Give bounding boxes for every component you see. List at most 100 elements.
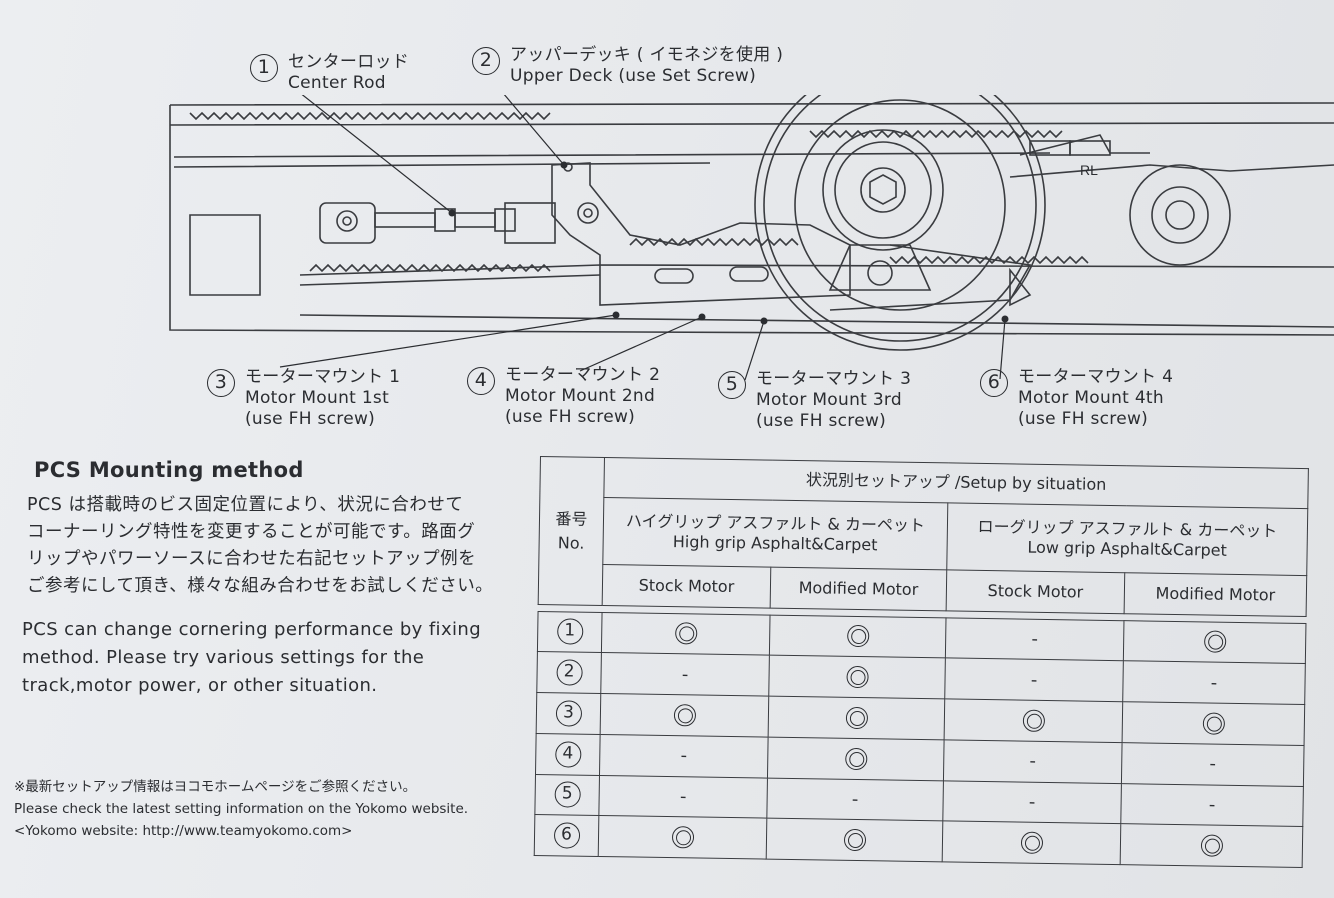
pcs-en-line: PCS can change cornering performance by …: [22, 619, 482, 640]
callout-motor-mount-3: 5 モーターマウント 3 Motor Mount 3rd (use FH scr…: [718, 369, 911, 432]
callout-jp: モーターマウント 4: [1018, 367, 1174, 387]
callout-number: 1: [250, 54, 278, 82]
callout-jp: アッパーデッキ ( イモネジを使用 ): [510, 45, 784, 65]
double-circle-icon: [1200, 834, 1223, 857]
pcs-jp-line: コーナーリング特性を変更することが可能です。路面グ: [27, 522, 476, 542]
callout-en: Motor Mount 3rd: [756, 390, 903, 410]
pcs-en-line: method. Please try various settings for …: [22, 647, 425, 668]
setup-cell: -: [600, 652, 770, 697]
setup-cell: [944, 698, 1123, 743]
group-header-high-grip: ハイグリップ アスファルト & カーペット High grip Asphalt&…: [602, 497, 948, 570]
setup-cell: -: [945, 617, 1124, 662]
row-number-circle: 2: [555, 659, 583, 686]
row-number: 6: [534, 814, 599, 857]
setup-table: 番号 No. 状況別セットアップ /Setup by situation ハイグ…: [534, 456, 1309, 868]
setup-cell: [601, 612, 771, 656]
pcs-description-jp: PCS は搭載時のビス固定位置により、状況に合わせて コーナーリング特性を変更す…: [27, 492, 527, 600]
callout-number: 5: [718, 371, 746, 399]
callout-en: Motor Mount 1st: [245, 388, 390, 408]
setup-cell: -: [766, 777, 944, 822]
setup-cell: [598, 815, 767, 860]
setup-cell: [769, 614, 947, 659]
dash-mark: -: [1210, 672, 1218, 694]
row-number: 4: [535, 733, 601, 775]
row-number: 3: [536, 692, 601, 735]
dash-mark: -: [1031, 628, 1039, 650]
callout-jp: モーターマウント 2: [505, 365, 661, 385]
double-circle-icon: [844, 747, 867, 770]
dash-mark: -: [1028, 791, 1036, 813]
double-circle-icon: [1203, 630, 1226, 654]
setup-cell: [1123, 620, 1306, 664]
diagram-label-rl: RL: [1080, 162, 1098, 178]
row-number-circle: 4: [554, 740, 582, 768]
setup-cell: [768, 655, 946, 699]
setup-cell: [942, 821, 1121, 865]
no-header-en: No.: [557, 532, 585, 553]
callout-jp: センターロッド: [288, 52, 410, 72]
callout-number: 6: [980, 369, 1008, 397]
website-note: ※最新セットアップ情報はヨコモホームページをご参照ください。 Please ch…: [14, 776, 468, 842]
callout-sub: (use FH screw): [245, 409, 376, 429]
pcs-en-line: track,motor power, or other situation.: [22, 675, 378, 696]
setup-cell: [600, 693, 769, 737]
callout-upper-deck: 2 アッパーデッキ ( イモネジを使用 ) Upper Deck (use Se…: [472, 45, 783, 87]
row-number: 5: [534, 773, 600, 816]
callout-en: Center Rod: [288, 73, 386, 93]
row-number: 1: [537, 611, 603, 653]
callout-en: Motor Mount 4th: [1018, 388, 1164, 408]
callout-number: 2: [472, 47, 500, 75]
group-header-low-grip: ローグリップ アスファルト & カーペット Low grip Asphalt&C…: [946, 502, 1308, 576]
note-line: Please check the latest setting informat…: [14, 801, 469, 817]
motor-header: Modified Motor: [1124, 572, 1307, 617]
dash-mark: -: [679, 786, 687, 808]
double-circle-icon: [845, 666, 869, 689]
setup-cell: [767, 736, 945, 781]
pcs-jp-line: リップやパワーソースに合わせた右記セットアップ例を: [27, 549, 477, 569]
callout-motor-mount-2: 4 モーターマウント 2 Motor Mount 2nd (use FH scr…: [467, 365, 660, 428]
setup-cell: -: [598, 774, 768, 819]
double-circle-icon: [846, 625, 869, 648]
row-number-circle: 1: [556, 618, 583, 646]
note-line: ※最新セットアップ情報はヨコモホームページをご参照ください。: [14, 779, 417, 795]
motor-header: Stock Motor: [602, 564, 771, 609]
dash-mark: -: [1030, 669, 1038, 691]
double-circle-icon: [1022, 709, 1045, 732]
no-header: 番号 No.: [538, 456, 605, 606]
double-circle-icon: [843, 828, 866, 852]
double-circle-icon: [1202, 712, 1225, 735]
callout-motor-mount-4: 6 モーターマウント 4 Motor Mount 4th (use FH scr…: [980, 367, 1173, 430]
pcs-jp-line: ご参考にして頂き、様々な組み合わせをお試しください。: [27, 576, 494, 596]
note-line: <Yokomo website: http://www.teamyokomo.c…: [14, 823, 353, 839]
dash-mark: -: [680, 745, 688, 767]
callout-sub: (use FH screw): [1018, 409, 1149, 429]
setup-cell: [1122, 701, 1305, 746]
dash-mark: -: [1029, 750, 1037, 772]
row-number-circle: 3: [555, 700, 582, 727]
double-circle-icon: [1020, 831, 1043, 855]
setup-cell: -: [943, 739, 1123, 784]
callout-number: 3: [207, 369, 235, 397]
double-circle-icon: [671, 826, 694, 849]
setup-cell: [768, 696, 945, 740]
setup-cell: -: [942, 780, 1122, 824]
callout-en: Upper Deck (use Set Screw): [510, 66, 757, 86]
dash-mark: -: [851, 788, 859, 810]
callout-jp: モーターマウント 3: [756, 369, 912, 389]
setup-cell: -: [1122, 661, 1306, 705]
dash-mark: -: [1208, 794, 1216, 816]
chassis-diagram: RL: [169, 95, 1334, 381]
setup-cell: -: [1121, 742, 1305, 787]
callout-en: Motor Mount 2nd: [505, 386, 656, 406]
setup-cell: [1120, 823, 1303, 868]
pcs-description-en: PCS can change cornering performance by …: [22, 616, 481, 700]
double-circle-icon: [673, 704, 696, 727]
callout-jp: モーターマウント 1: [245, 367, 401, 387]
no-header-jp: 番号: [555, 508, 588, 529]
dash-mark: -: [681, 663, 689, 686]
motor-header: Stock Motor: [946, 569, 1125, 614]
setup-cell: -: [1120, 783, 1304, 827]
callout-sub: (use FH screw): [505, 407, 636, 427]
setup-cell: -: [944, 658, 1124, 702]
